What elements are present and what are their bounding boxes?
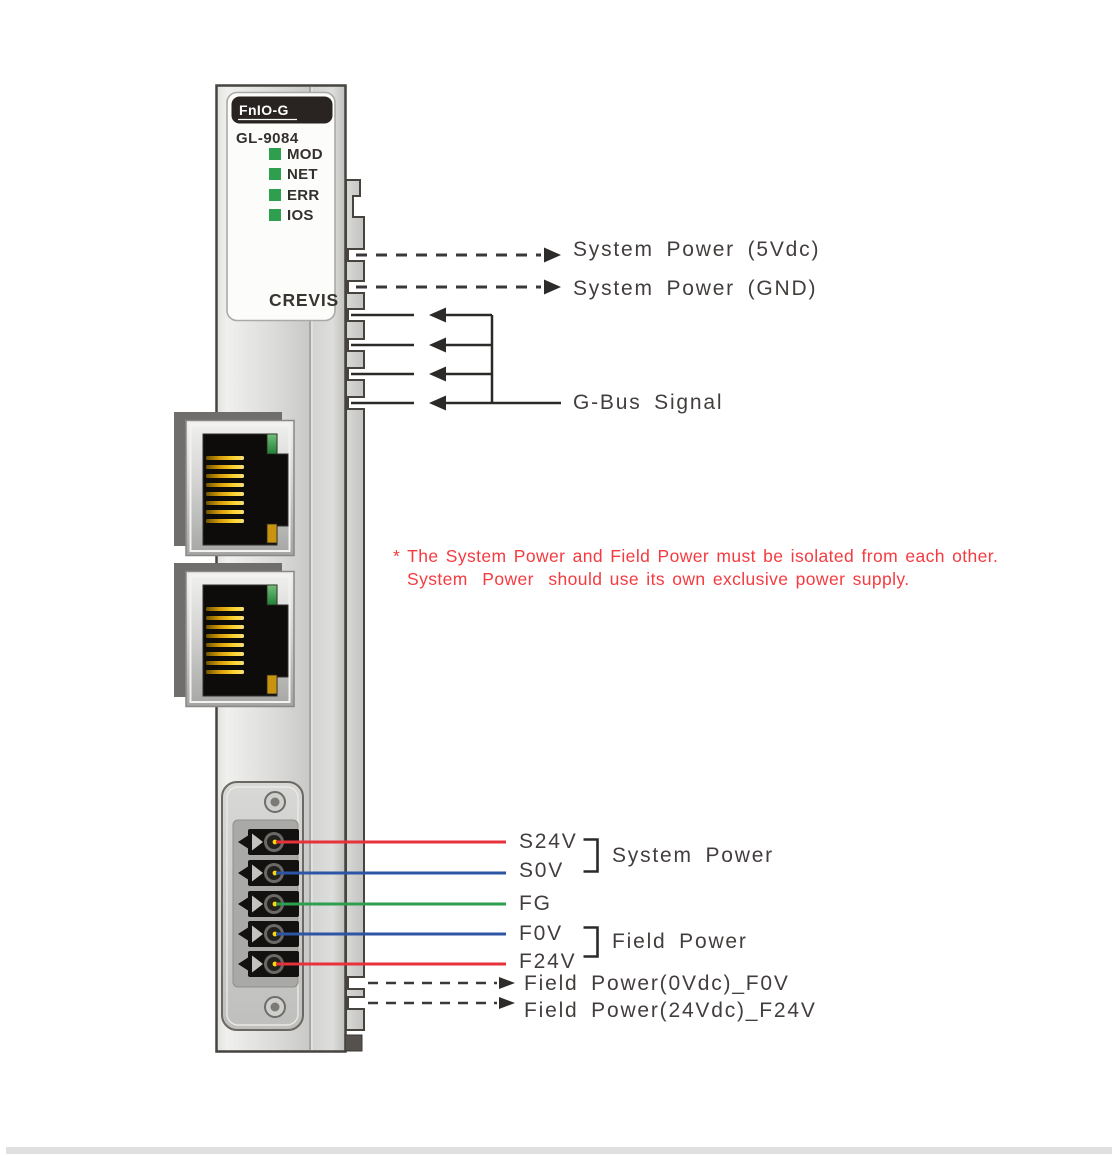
gbus-arrowheads <box>429 307 446 411</box>
ethernet-port-2 <box>174 563 295 708</box>
terminal-wires <box>276 840 506 966</box>
group-label-field-power: Field Power <box>612 930 748 953</box>
port2-link-led <box>266 584 278 606</box>
led-err <box>269 189 281 201</box>
callout-lines <box>351 247 599 1009</box>
led-ios <box>269 209 281 221</box>
series-banner <box>231 96 333 124</box>
pin-label-s0v: S0V <box>519 859 565 882</box>
pin-label-f24v: F24V <box>519 950 577 973</box>
callout-system-power-5v: System Power (5Vdc) <box>573 238 821 261</box>
label-panel <box>226 91 336 322</box>
terminal-fg <box>238 891 299 917</box>
series-label: FnIO-G <box>239 102 289 118</box>
port1-link-led <box>266 433 278 455</box>
callout-field-power-24v: Field Power(24Vdc)_F24V <box>524 999 817 1022</box>
port2-pins <box>206 607 244 674</box>
callout-gbus-signal: G-Bus Signal <box>573 391 724 414</box>
callout-field-power-0v: Field Power(0Vdc)_F0V <box>524 972 790 995</box>
screw-bottom <box>264 996 286 1018</box>
bracket-field-power <box>583 926 599 958</box>
terminal-f0v <box>238 921 299 947</box>
led-net <box>269 168 281 180</box>
bracket-system-power <box>583 838 599 873</box>
model-label: GL-9084 <box>236 130 299 147</box>
led-label-ios: IOS <box>287 207 314 224</box>
page-bottom-bar <box>6 1147 1112 1154</box>
gbus-lines <box>351 313 561 405</box>
arrowhead-f24v <box>499 997 515 1009</box>
terminal-f24v <box>238 951 299 977</box>
power-connector <box>221 781 304 1031</box>
arrowhead-f0v <box>499 977 515 989</box>
mount-foot <box>344 1034 363 1052</box>
screw-top <box>264 791 286 813</box>
led-label-mod: MOD <box>287 146 323 163</box>
port1-activity-led <box>266 523 278 544</box>
pin-label-f0v: F0V <box>519 922 563 945</box>
isolation-note-line1: * The System Power and Field Power must … <box>393 546 999 566</box>
callout-system-power-gnd: System Power (GND) <box>573 277 818 300</box>
led-label-net: NET <box>287 166 318 183</box>
brand-label: CREVIS <box>269 290 339 310</box>
terminal-s24v <box>238 829 299 855</box>
arrowhead-5vdc <box>544 247 561 263</box>
gbus-connector-strip <box>345 179 365 1031</box>
led-mod <box>269 148 281 160</box>
led-label-err: ERR <box>287 187 320 204</box>
pin-label-fg: FG <box>519 892 552 915</box>
port1-pins <box>206 456 244 523</box>
isolation-note-line2: System Power should use its own exclusiv… <box>407 569 910 589</box>
terminal-s0v <box>238 860 299 886</box>
group-label-system-power: System Power <box>612 844 774 867</box>
pin-label-s24v: S24V <box>519 830 578 853</box>
ethernet-port-1 <box>174 412 295 557</box>
port2-activity-led <box>266 674 278 695</box>
arrowhead-gnd <box>544 279 561 295</box>
